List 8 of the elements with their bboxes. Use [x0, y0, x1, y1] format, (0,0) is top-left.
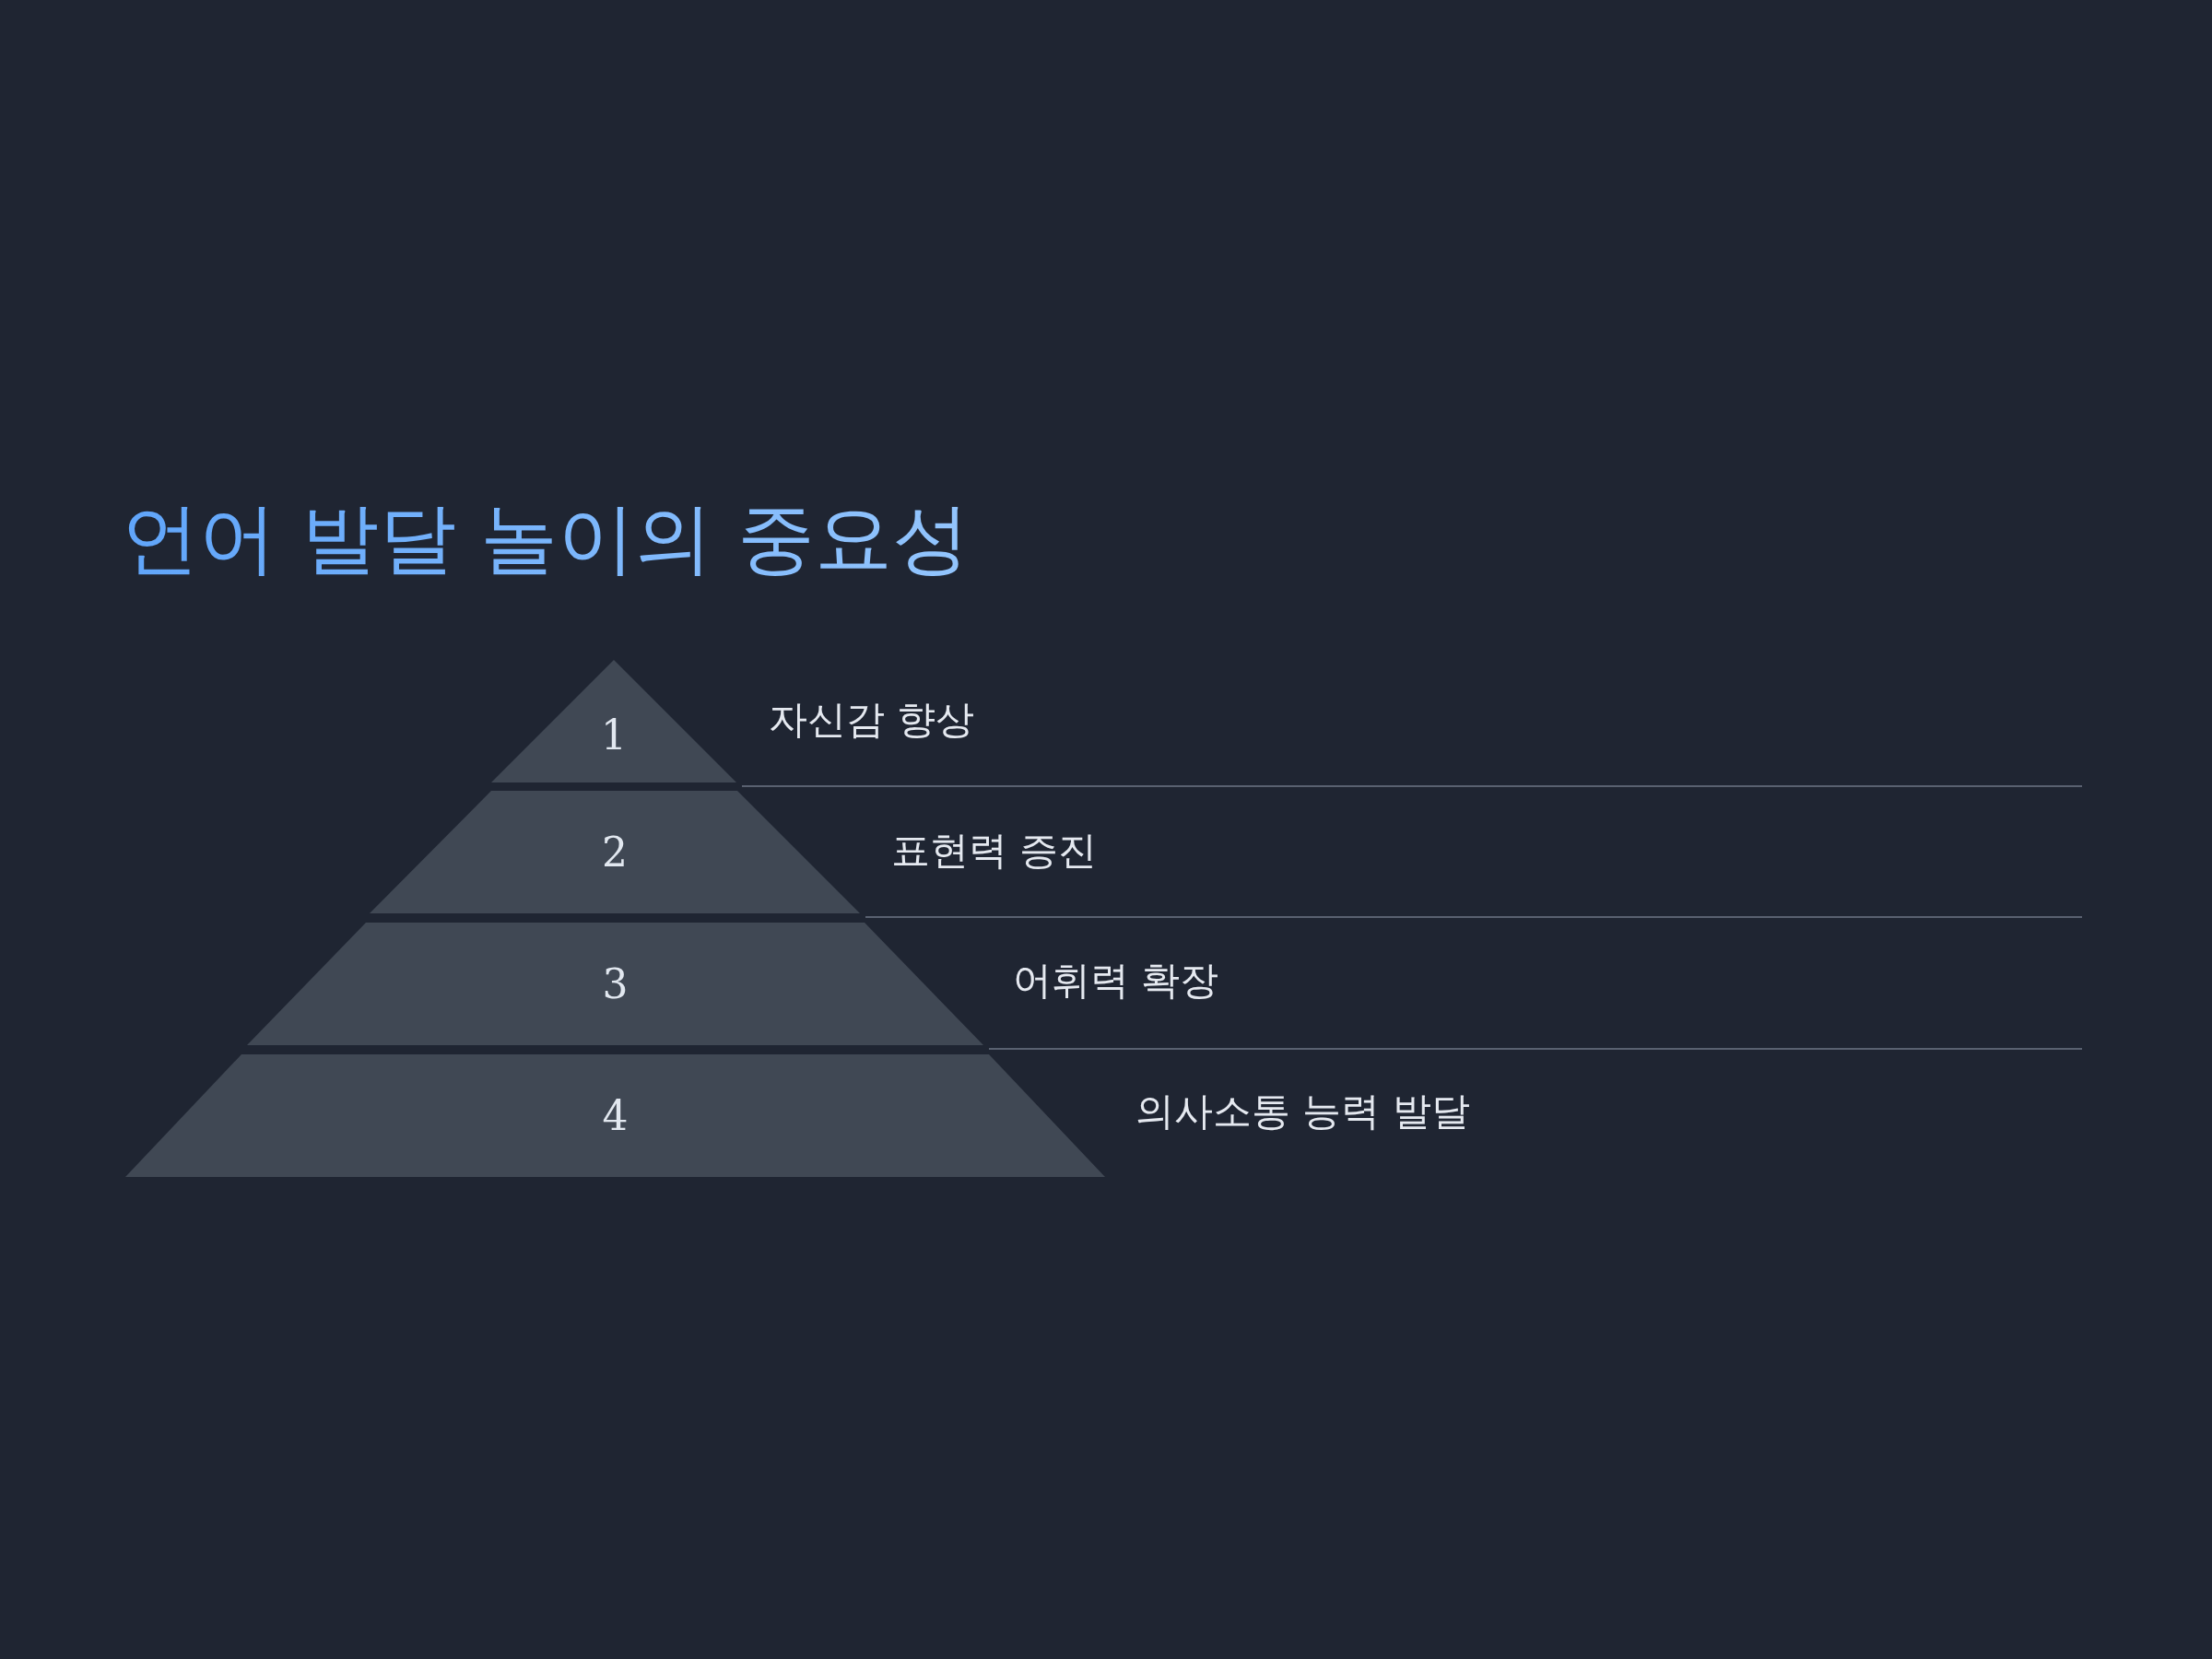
layer-label: 자신감 향상 — [769, 696, 975, 744]
layer-label: 의사소통 능력 발달 — [1135, 1088, 1470, 1135]
layer-label: 어휘력 확장 — [1013, 957, 1219, 1005]
layer-number: 2 — [602, 831, 628, 873]
layer-label: 표현력 증진 — [891, 827, 1098, 875]
layer-number: 1 — [601, 715, 627, 757]
layer-number: 4 — [602, 1095, 629, 1136]
layer-number: 3 — [602, 963, 629, 1005]
